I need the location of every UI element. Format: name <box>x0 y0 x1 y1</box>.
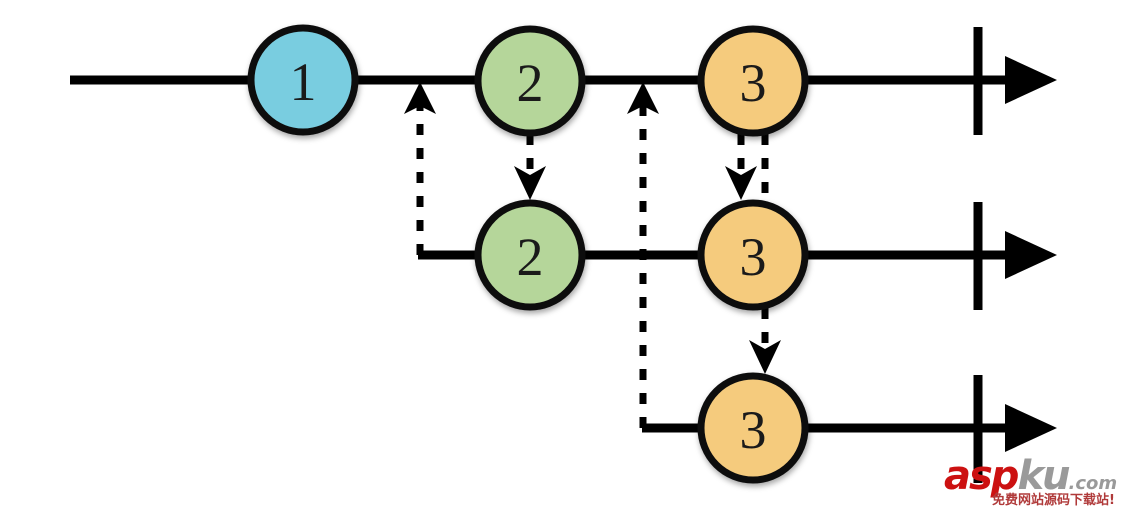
watermark-brand: aspku.com <box>944 456 1117 496</box>
node-label: 1 <box>290 52 317 112</box>
node-top-1[interactable]: 1 <box>247 24 359 136</box>
dashed-link-fork-top2-to-middle2 <box>514 134 546 200</box>
arrow-head-up-icon <box>627 82 659 114</box>
node-circle-shape[interactable] <box>247 24 359 136</box>
site-watermark: aspku.com 免费网站源码下载站! <box>944 448 1120 510</box>
arrow-head-right-icon <box>1005 231 1057 279</box>
node-label: 3 <box>740 227 767 287</box>
arrow-head-down-icon <box>749 340 781 374</box>
dashed-link-merge-bottom-to-top <box>627 82 659 428</box>
dashed-links-group <box>404 82 781 428</box>
node-label: 2 <box>517 53 544 113</box>
node-label: 3 <box>740 53 767 113</box>
node-top-2[interactable]: 2 <box>474 25 586 137</box>
watermark-subtitle: 免费网站源码下载站! <box>992 493 1115 508</box>
watermark-brand-ku: ku <box>1017 453 1070 499</box>
arrow-head-down-icon <box>514 166 546 200</box>
watermark-brand-asp: asp <box>944 453 1019 499</box>
arrow-head-up-icon <box>404 82 436 114</box>
dashed-link-fork-top3-to-middle3 <box>725 134 757 200</box>
node-top-3[interactable]: 3 <box>697 25 809 137</box>
node-circle-shape[interactable] <box>474 25 586 137</box>
node-circle-shape[interactable] <box>697 25 809 137</box>
arrow-head-down-icon <box>725 166 757 200</box>
node-middle-3[interactable]: 3 <box>697 199 809 311</box>
node-bottom-3[interactable]: 3 <box>697 372 809 484</box>
arrow-head-right-icon <box>1005 404 1057 452</box>
dashed-link-fork-middle3-to-bottom3 <box>749 308 781 374</box>
arrow-head-right-icon <box>1005 56 1057 104</box>
node-label: 2 <box>517 227 544 287</box>
dashed-link-merge-middle-to-top <box>404 82 436 255</box>
watermark-brand-tld: .com <box>1068 473 1118 494</box>
node-circle-shape[interactable] <box>474 199 586 311</box>
node-circle-shape[interactable] <box>697 199 809 311</box>
node-circle-shape[interactable] <box>697 372 809 484</box>
node-label: 3 <box>740 400 767 460</box>
node-middle-2[interactable]: 2 <box>474 199 586 311</box>
